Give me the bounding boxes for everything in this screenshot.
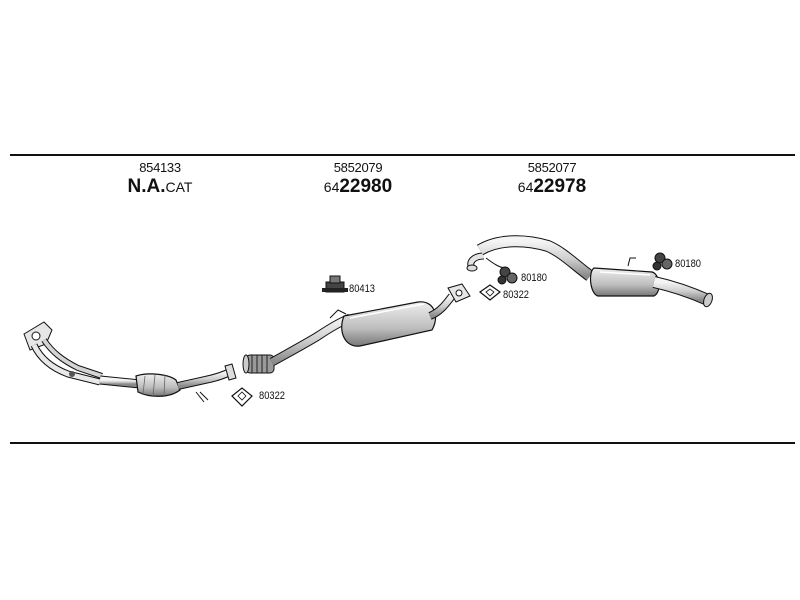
label-clamp-right1: 80180 — [521, 272, 548, 284]
part-code-1: N.A.CAT — [80, 176, 240, 198]
label-clamp-mid: 80413 — [349, 283, 376, 295]
catalytic-converter-body — [135, 373, 181, 397]
gasket-right-icon — [478, 284, 502, 301]
label-clamp-right2: 80180 — [675, 258, 702, 270]
clamp-right1-icon — [497, 266, 518, 285]
part-code-main-2: 22980 — [339, 176, 393, 197]
middle-silencer — [341, 301, 437, 347]
ref-number-3: 5852077 — [527, 160, 577, 175]
part-code-prefix-2: 64 — [323, 179, 340, 195]
part-code-prefix-3: 64 — [517, 179, 534, 195]
column-header-3: 5852077 6422978 — [472, 160, 632, 198]
clamp-right2-icon — [652, 252, 673, 271]
gasket-left-icon — [231, 387, 253, 407]
clamp-mid-icon — [322, 275, 348, 293]
ref-number-1: 854133 — [139, 160, 181, 175]
part-code-2: 6422980 — [278, 176, 438, 198]
column-header-1: 854133 N.A.CAT — [80, 160, 240, 198]
part-code-suffix-1: CAT — [165, 179, 193, 195]
column-header-2: 5852079 6422980 — [278, 160, 438, 198]
part-code-main-3: 22978 — [533, 176, 587, 197]
front-pipe-catalyst — [23, 321, 237, 403]
label-gasket-left: 80322 — [259, 390, 286, 402]
label-gasket-right: 80322 — [503, 289, 530, 301]
middle-pipe-silencer — [242, 283, 471, 374]
flex-joint — [245, 354, 275, 374]
ref-number-2: 5852079 — [333, 160, 383, 175]
part-code-3: 6422978 — [472, 176, 632, 198]
rear-pipe-silencer — [466, 235, 713, 308]
part-code-main-1: N.A. — [127, 176, 166, 197]
